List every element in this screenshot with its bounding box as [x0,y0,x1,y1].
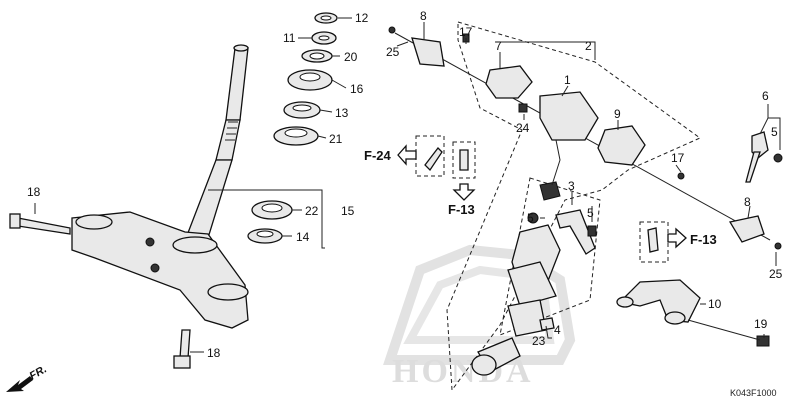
part-label-22: 22 [305,204,319,218]
part-label-24: 24 [516,121,530,135]
ref-label-f13-left[interactable]: F-13 [448,202,475,217]
key [745,104,783,183]
part-label-17-top: 17 [459,25,473,39]
front-direction-label: FR. [28,363,49,382]
part-label-18-left: 18 [27,185,41,199]
ref-label-f13-right[interactable]: F-13 [690,232,717,247]
part-label-1: 1 [564,73,571,87]
diagram-code: K043F1000 [730,388,777,398]
ignition-lock-parts [471,209,597,376]
part-label-5-key: 5 [771,125,778,139]
part-label-11: 11 [283,31,296,45]
part-label-6: 6 [762,89,769,103]
part-label-18-bottom: 18 [207,346,221,360]
part-label-23: 23 [532,334,546,348]
part-label-13: 13 [335,106,349,120]
part-label-19: 19 [754,317,768,331]
part-label-5-left: 5 [527,211,534,225]
ref-arrow-f24[interactable] [397,144,417,166]
front-direction-arrow [6,376,33,392]
part-label-21: 21 [329,132,343,146]
part-label-9: 9 [614,107,621,121]
assembly-outline [446,21,701,392]
part-label-12: 12 [355,11,369,25]
bracket [616,279,770,347]
part-labels: 12 11 20 16 13 21 22 15 14 18 18 8 25 17… [27,9,783,360]
part-label-10: 10 [708,297,722,311]
steering-stem [9,44,249,369]
part-label-25-left: 25 [386,45,400,59]
part-label-14: 14 [296,230,310,244]
part-label-3: 3 [568,179,575,193]
part-label-17-right: 17 [671,151,685,165]
part-label-7: 7 [495,39,502,53]
leader-lines-right [396,22,777,339]
ref-arrow-f13-right[interactable] [667,227,687,249]
leader-lines-left [34,17,352,353]
ref-arrow-f13-left[interactable] [452,183,476,201]
part-label-2: 2 [585,39,592,53]
part-label-16: 16 [350,82,364,96]
part-label-25-right: 25 [769,267,783,281]
part-label-15: 15 [341,204,355,218]
part-label-8-top: 8 [420,9,427,23]
part-label-8-right: 8 [744,195,751,209]
bearing-stack [247,12,338,244]
part-label-5-right: 5 [587,206,594,220]
part-label-20: 20 [344,50,358,64]
ref-label-f24[interactable]: F-24 [364,148,392,163]
part-label-4: 4 [554,323,561,337]
